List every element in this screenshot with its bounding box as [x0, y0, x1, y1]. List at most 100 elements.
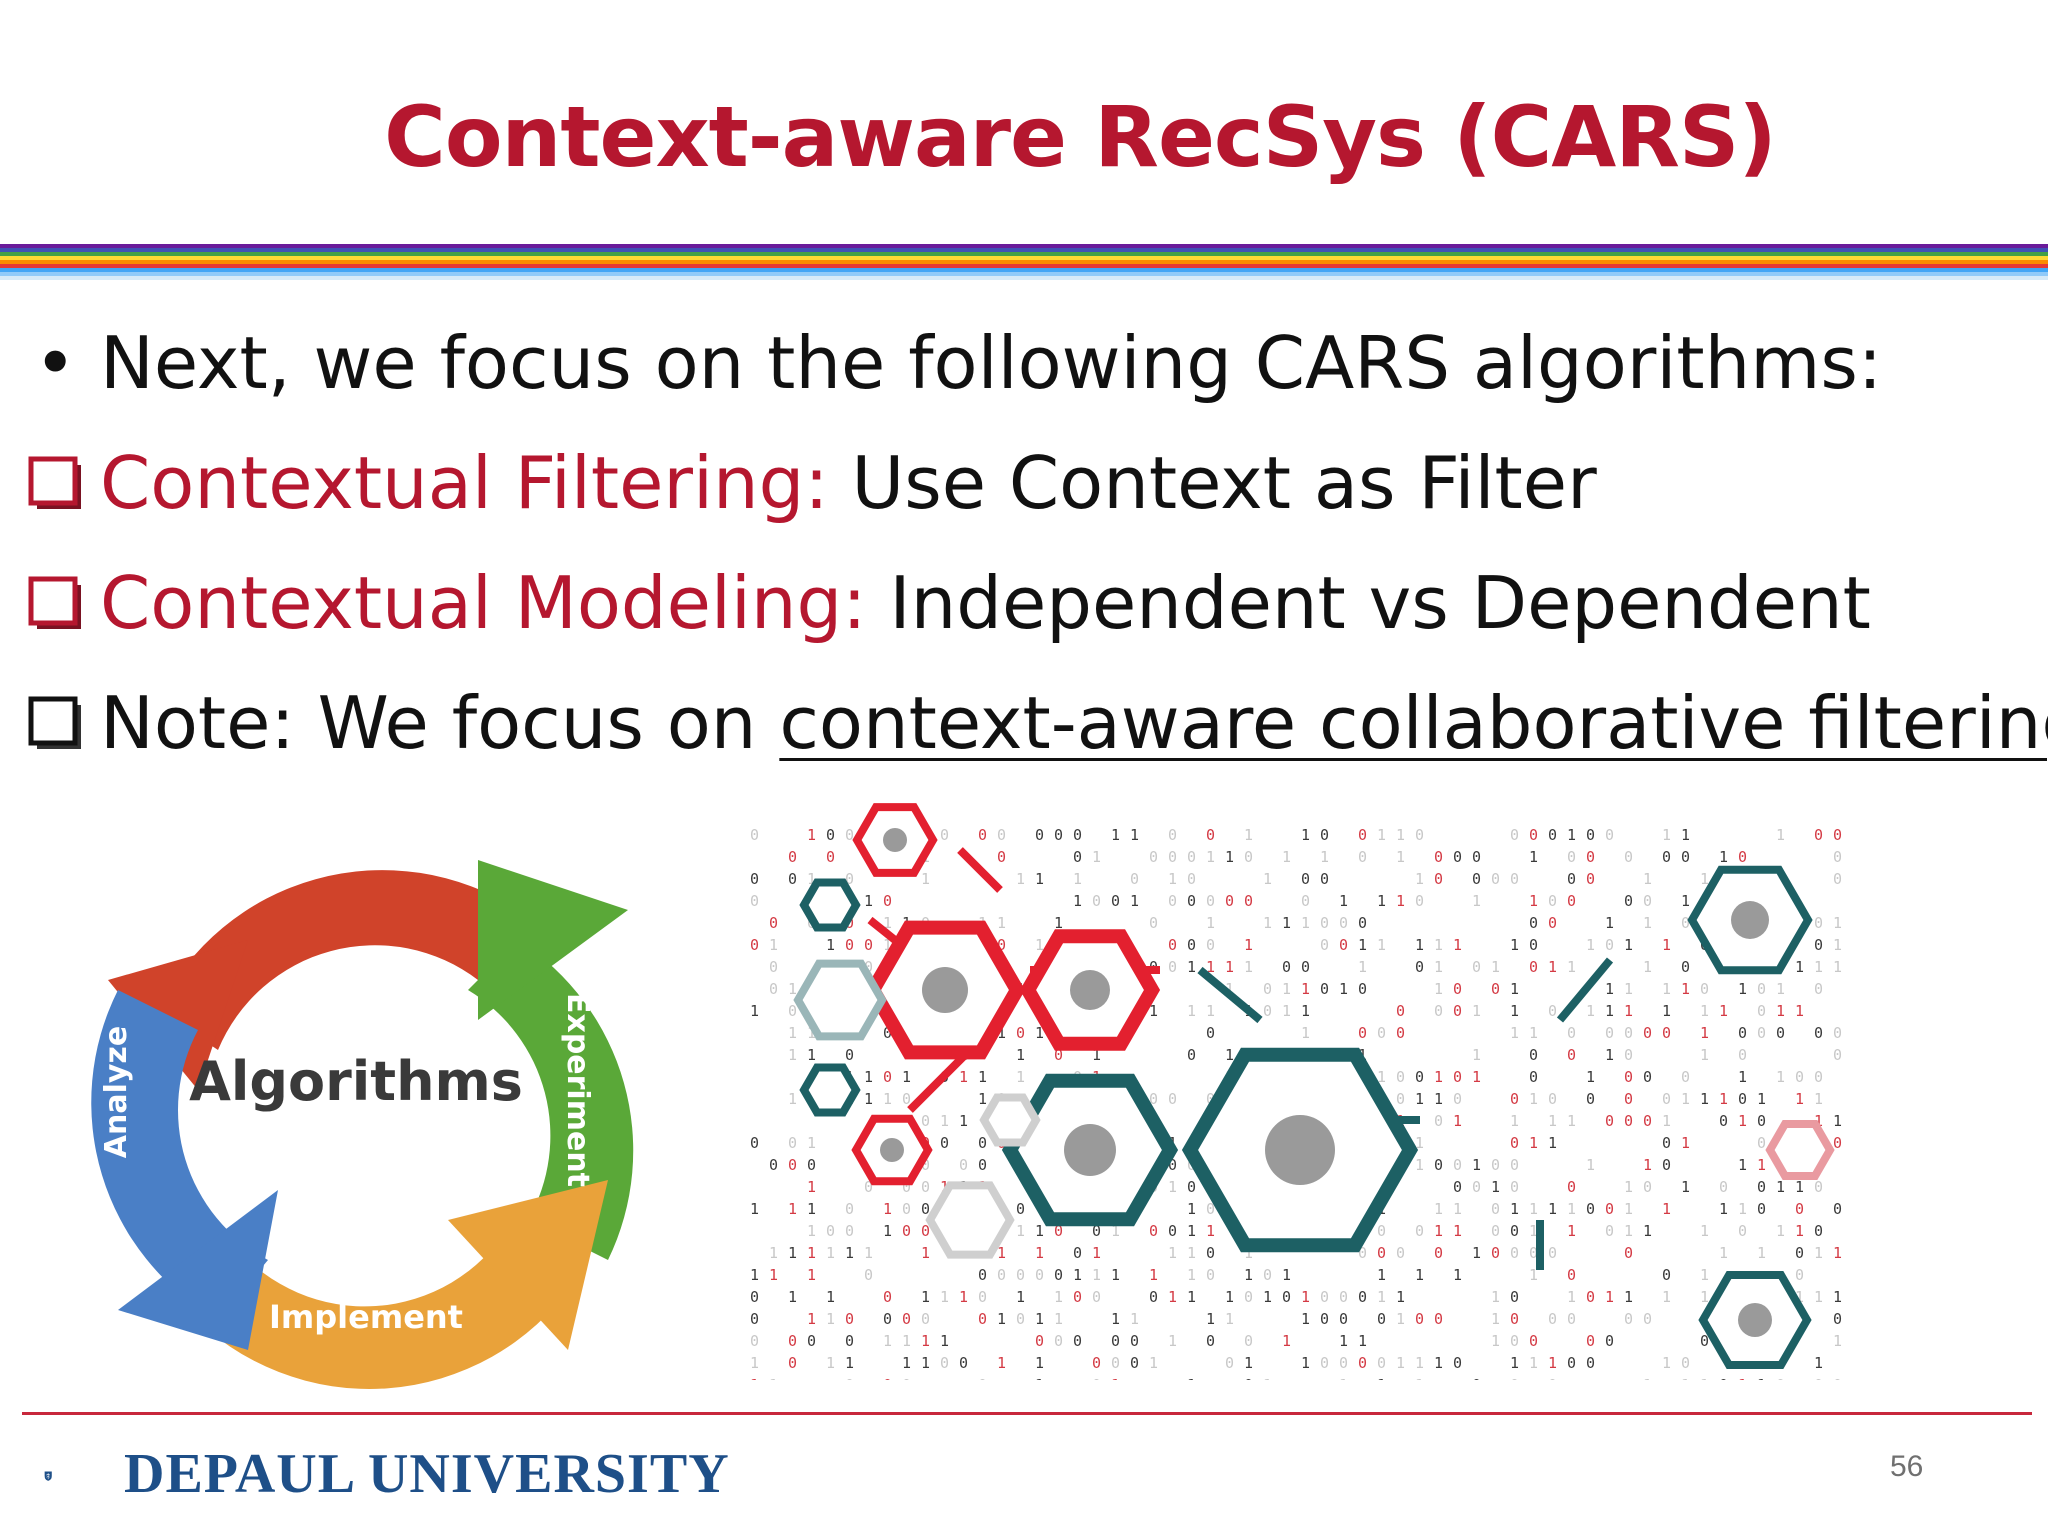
cycle-stage-implement: Implement	[269, 1298, 463, 1336]
page-number: 56	[1890, 1450, 1924, 1483]
binary-digit: 0	[921, 1200, 930, 1218]
binary-digit: 1	[807, 1024, 816, 1042]
binary-digit: 0	[1035, 1332, 1044, 1350]
binary-digit: 0	[1206, 1244, 1215, 1262]
binary-digit: 0	[1548, 1310, 1557, 1328]
binary-digit: 0	[1453, 1354, 1462, 1372]
binary-digit: 0	[1301, 958, 1310, 976]
binary-digit: 1	[1605, 1002, 1614, 1020]
binary-digit: 0	[1054, 826, 1063, 844]
binary-digit: 1	[826, 1244, 835, 1262]
binary-digit: 0	[1586, 1354, 1595, 1372]
binary-digit: 1	[1301, 826, 1310, 844]
binary-digit: 1	[1301, 1002, 1310, 1020]
binary-digit: 0	[1548, 1090, 1557, 1108]
binary-digit: 0	[1662, 1090, 1671, 1108]
binary-digit: 1	[1624, 1288, 1633, 1306]
binary-digit: 0	[750, 892, 759, 910]
binary-digit: 0	[1434, 1310, 1443, 1328]
binary-digit: 1	[1187, 958, 1196, 976]
binary-digit: 0	[1187, 848, 1196, 866]
binary-digit: 1	[807, 870, 816, 888]
binary-digit: 1	[1282, 914, 1291, 932]
binary-digit: 0	[807, 1156, 816, 1174]
binary-digit: 1	[769, 1244, 778, 1262]
binary-digit: 0	[997, 936, 1006, 954]
binary-digit: 0	[1643, 892, 1652, 910]
binary-digit: 1	[1016, 1288, 1025, 1306]
binary-digit: 0	[1206, 826, 1215, 844]
binary-digit: 0	[1510, 1244, 1519, 1262]
binary-digit: 0	[1700, 980, 1709, 998]
binary-digit: 0	[750, 1310, 759, 1328]
binary-digit: 1	[1168, 1178, 1177, 1196]
binary-digit: 1	[1529, 1222, 1538, 1240]
binary-digit: 1	[1662, 980, 1671, 998]
binary-digit: 0	[845, 1222, 854, 1240]
binary-digit: 0	[1168, 936, 1177, 954]
binary-digit: 0	[1358, 980, 1367, 998]
binary-digit: 0	[1263, 1266, 1272, 1284]
binary-digit: 0	[1206, 1090, 1215, 1108]
binary-digit: 1	[1016, 1068, 1025, 1086]
binary-digit: 1	[788, 1244, 797, 1262]
binary-digit: 1	[921, 1288, 930, 1306]
binary-digit: 0	[1111, 1332, 1120, 1350]
binary-digit: 1	[940, 1112, 949, 1130]
binary-digit: 0	[788, 1354, 797, 1372]
binary-digit: 1	[845, 1244, 854, 1262]
bird-icon	[922, 967, 968, 1013]
binary-digit: 0	[1567, 1266, 1576, 1284]
binary-digit: 0	[1168, 958, 1177, 976]
binary-digit: 0	[1833, 1200, 1842, 1218]
binary-digit: 1	[1396, 1354, 1405, 1372]
binary-digit: 1	[1244, 1354, 1253, 1372]
binary-digit: 1	[1244, 958, 1253, 976]
binary-digit: 0	[1187, 1046, 1196, 1064]
binary-digit: 1	[1567, 958, 1576, 976]
binary-digit: 1	[1833, 1288, 1842, 1306]
item-text: Independent vs Dependent	[866, 561, 1871, 645]
binary-digit: 0	[1263, 1002, 1272, 1020]
binary-digit: 1	[1548, 958, 1557, 976]
binary-digit: 1	[807, 1266, 816, 1284]
binary-digit: 1	[1263, 914, 1272, 932]
binary-digit: 0	[1624, 1112, 1633, 1130]
binary-digit: 0	[769, 958, 778, 976]
binary-digit: 1	[1282, 1266, 1291, 1284]
binary-digit: 0	[1415, 1222, 1424, 1240]
binary-digit: 0	[788, 1002, 797, 1020]
binary-digit: 0	[1757, 1178, 1766, 1196]
binary-digit: 1	[1187, 1266, 1196, 1284]
binary-digit: 0	[1586, 1288, 1595, 1306]
binary-digit: 1	[1795, 1178, 1804, 1196]
binary-digit: 1	[1016, 1222, 1025, 1240]
binary-digit: 0	[1643, 1024, 1652, 1042]
binary-digit: 1	[1434, 1222, 1443, 1240]
binary-digit: 1	[1149, 1266, 1158, 1284]
binary-digit: 0	[1016, 1024, 1025, 1042]
binary-digit: 1	[1833, 1332, 1842, 1350]
binary-digit: 0	[1833, 1376, 1842, 1380]
binary-digit: 1	[1434, 936, 1443, 954]
binary-digit: 0	[1187, 1178, 1196, 1196]
binary-digit: 1	[1301, 1310, 1310, 1328]
binary-digit: 0	[1225, 892, 1234, 910]
binary-digit: 0	[1510, 1090, 1519, 1108]
binary-digit: 1	[864, 892, 873, 910]
binary-digit: 0	[1491, 870, 1500, 888]
binary-digit: 1	[959, 1112, 968, 1130]
binary-digit: 1	[1605, 1046, 1614, 1064]
binary-digit: 0	[1149, 1288, 1158, 1306]
binary-digit: 0	[1757, 1134, 1766, 1152]
binary-digit: 0	[1092, 892, 1101, 910]
binary-digit: 1	[1757, 1090, 1766, 1108]
binary-digit: 0	[845, 1200, 854, 1218]
binary-digit: 1	[1529, 1266, 1538, 1284]
binary-digit: 0	[1700, 1332, 1709, 1350]
binary-digit: 1	[1795, 1222, 1804, 1240]
binary-digit: 1	[826, 936, 835, 954]
binary-digit: 0	[750, 1332, 759, 1350]
binary-digit: 1	[1282, 1002, 1291, 1020]
